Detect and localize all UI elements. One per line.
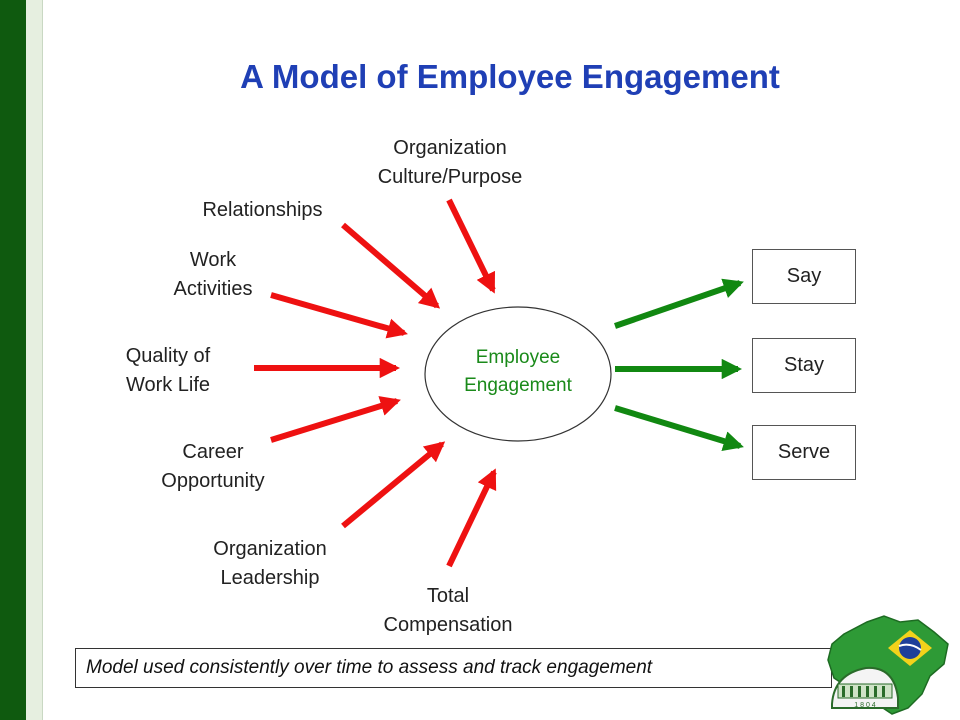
seal-columns	[842, 686, 885, 697]
side-bar-dark	[0, 0, 26, 720]
employee-engagement-label: Employee Engagement	[464, 347, 572, 396]
outcome-say-box: Say	[752, 249, 856, 304]
driver-organization-culture: Organization Culture/Purpose	[377, 137, 523, 188]
driver-quality-of-work-life: Quality of Work Life	[125, 345, 211, 396]
arrow-to-serve	[614, 405, 744, 452]
side-bar-light	[26, 0, 43, 720]
arrow-relationships	[341, 222, 441, 309]
driver-work-activities: Work Activities	[173, 249, 253, 300]
outcome-serve-label: Serve	[777, 441, 831, 463]
outcome-serve-box: Serve	[752, 425, 856, 480]
driver-total-compensation: Total Compensation	[383, 585, 513, 636]
driver-relationships: Relationships	[202, 199, 323, 221]
arrow-work-activities	[270, 292, 408, 339]
arrow-organization-culture	[446, 198, 496, 294]
seal-year: 1 8 0 4	[854, 702, 876, 709]
footnote-text: Model used consistently over time to ass…	[86, 657, 653, 678]
arrow-career-opportunity	[270, 396, 401, 443]
arrow-to-say	[614, 278, 744, 329]
outcome-stay-box: Stay	[752, 338, 856, 393]
employee-engagement-ellipse	[424, 306, 612, 442]
footnote-box: Model used consistently over time to ass…	[75, 648, 832, 688]
driver-career-opportunity: Career Opportunity	[161, 441, 265, 492]
outcome-stay-label: Stay	[783, 354, 825, 376]
brazil-map-emblem: 1 8 0 4	[827, 615, 949, 715]
arrow-organization-leadership	[341, 441, 446, 529]
flag-band	[898, 643, 922, 651]
arrow-total-compensation	[446, 468, 497, 568]
outcome-say-label: Say	[786, 265, 822, 287]
driver-organization-leadership: Organization Leadership	[213, 538, 327, 589]
slide-title: A Model of Employee Engagement	[240, 58, 780, 95]
flag-globe	[899, 637, 921, 659]
